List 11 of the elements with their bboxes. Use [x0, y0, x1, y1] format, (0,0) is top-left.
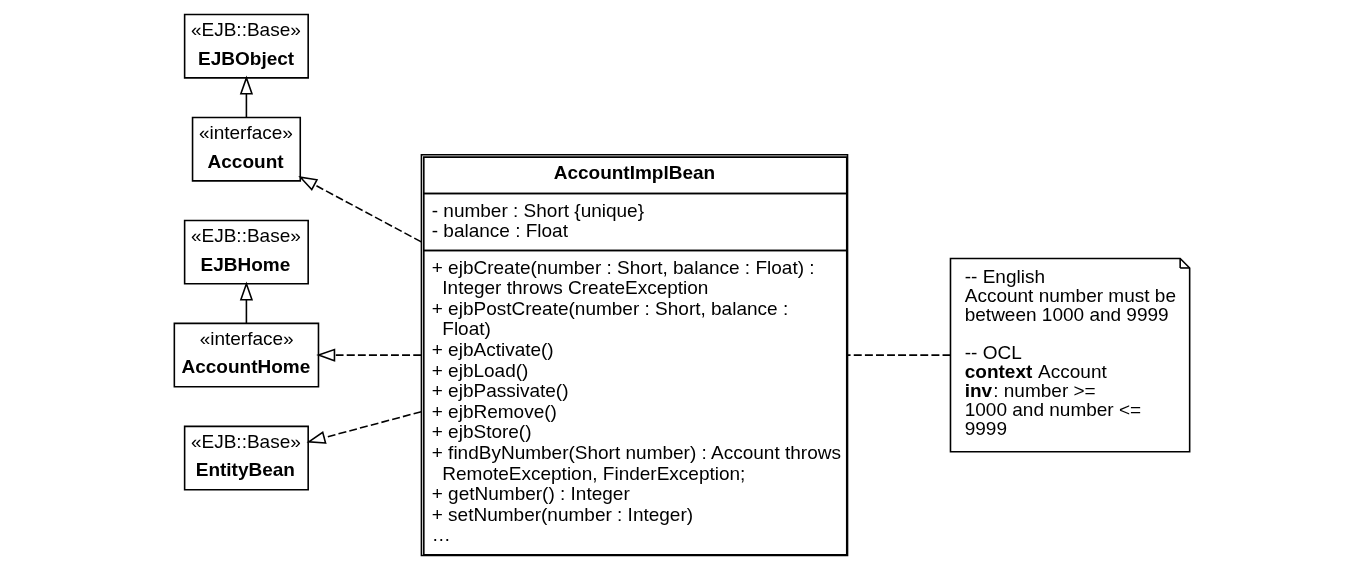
node-box: «EJB::Base» EJBHome	[183, 219, 309, 285]
arrow	[306, 410, 423, 444]
connector	[846, 354, 952, 356]
node-box: «EJB::Base» EntityBean	[183, 425, 309, 491]
arrow	[298, 176, 423, 243]
node-box: «EJB::Base» EJBObject	[183, 13, 309, 79]
arrow	[239, 281, 254, 325]
node-box: «interface» AccountHome	[173, 322, 320, 388]
node-box: «interface» Account	[191, 116, 302, 182]
arrow	[316, 348, 423, 362]
arrow	[239, 75, 254, 119]
